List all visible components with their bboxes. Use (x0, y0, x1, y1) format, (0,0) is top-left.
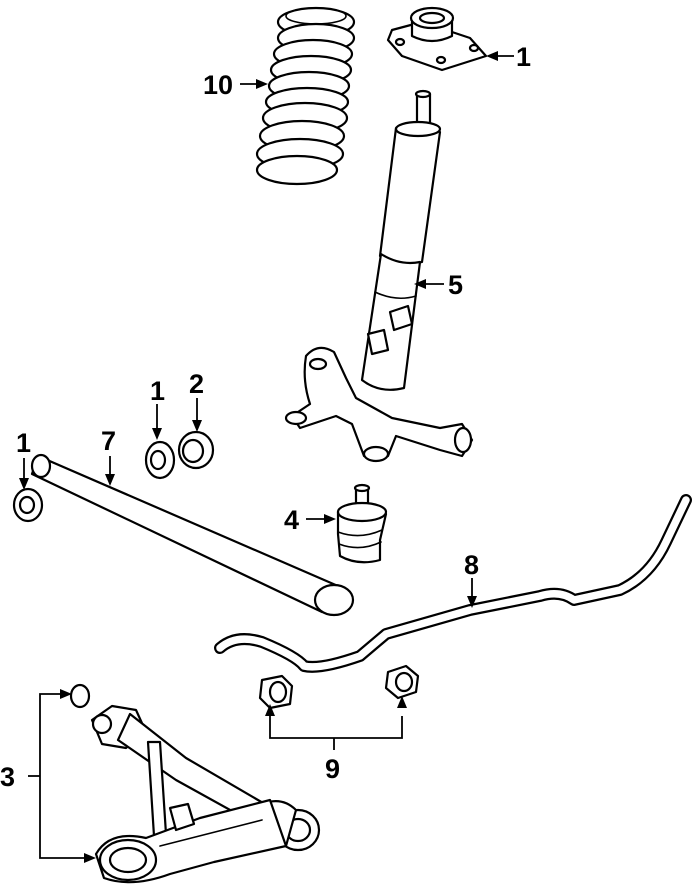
bushing-left (12, 487, 44, 523)
callout-2: 2 (189, 369, 204, 399)
control-arm-bushing-cap (69, 683, 91, 709)
stabilizer-bushing-right (384, 664, 420, 700)
callout-10: 10 (203, 70, 233, 100)
stabilizer-bushing-left (258, 674, 294, 710)
strut-assembly (284, 89, 474, 463)
leader-line-7 (105, 456, 115, 486)
leader-line-1-mid (152, 404, 162, 440)
bushing-mid (144, 440, 176, 480)
coil-spring (255, 6, 356, 186)
callout-4: 4 (284, 505, 299, 535)
leader-line-4 (306, 514, 336, 524)
callout-1-mid: 1 (150, 376, 165, 406)
ball-joint (336, 483, 388, 564)
tie-rod (30, 453, 355, 617)
callout-9: 9 (325, 754, 340, 784)
leader-line-1-top (486, 51, 514, 61)
callout-7: 7 (101, 426, 116, 456)
leader-line-5 (414, 279, 444, 289)
leader-line-10 (240, 79, 268, 89)
leader-line-8 (467, 578, 477, 608)
callout-1-top: 1 (516, 42, 531, 72)
callout-3: 3 (0, 762, 15, 792)
stabilizer-bar (214, 494, 692, 673)
leader-bracket-3 (28, 689, 96, 863)
lower-control-arm (90, 704, 321, 884)
callout-5: 5 (448, 270, 463, 300)
callout-1-left: 1 (16, 428, 31, 458)
callout-8: 8 (464, 550, 479, 580)
strut-mount (386, 6, 488, 72)
leader-line-1-left (19, 458, 29, 490)
leader-bracket-9 (265, 696, 407, 750)
bushing-ring (177, 430, 215, 470)
leader-line-2 (192, 398, 202, 432)
